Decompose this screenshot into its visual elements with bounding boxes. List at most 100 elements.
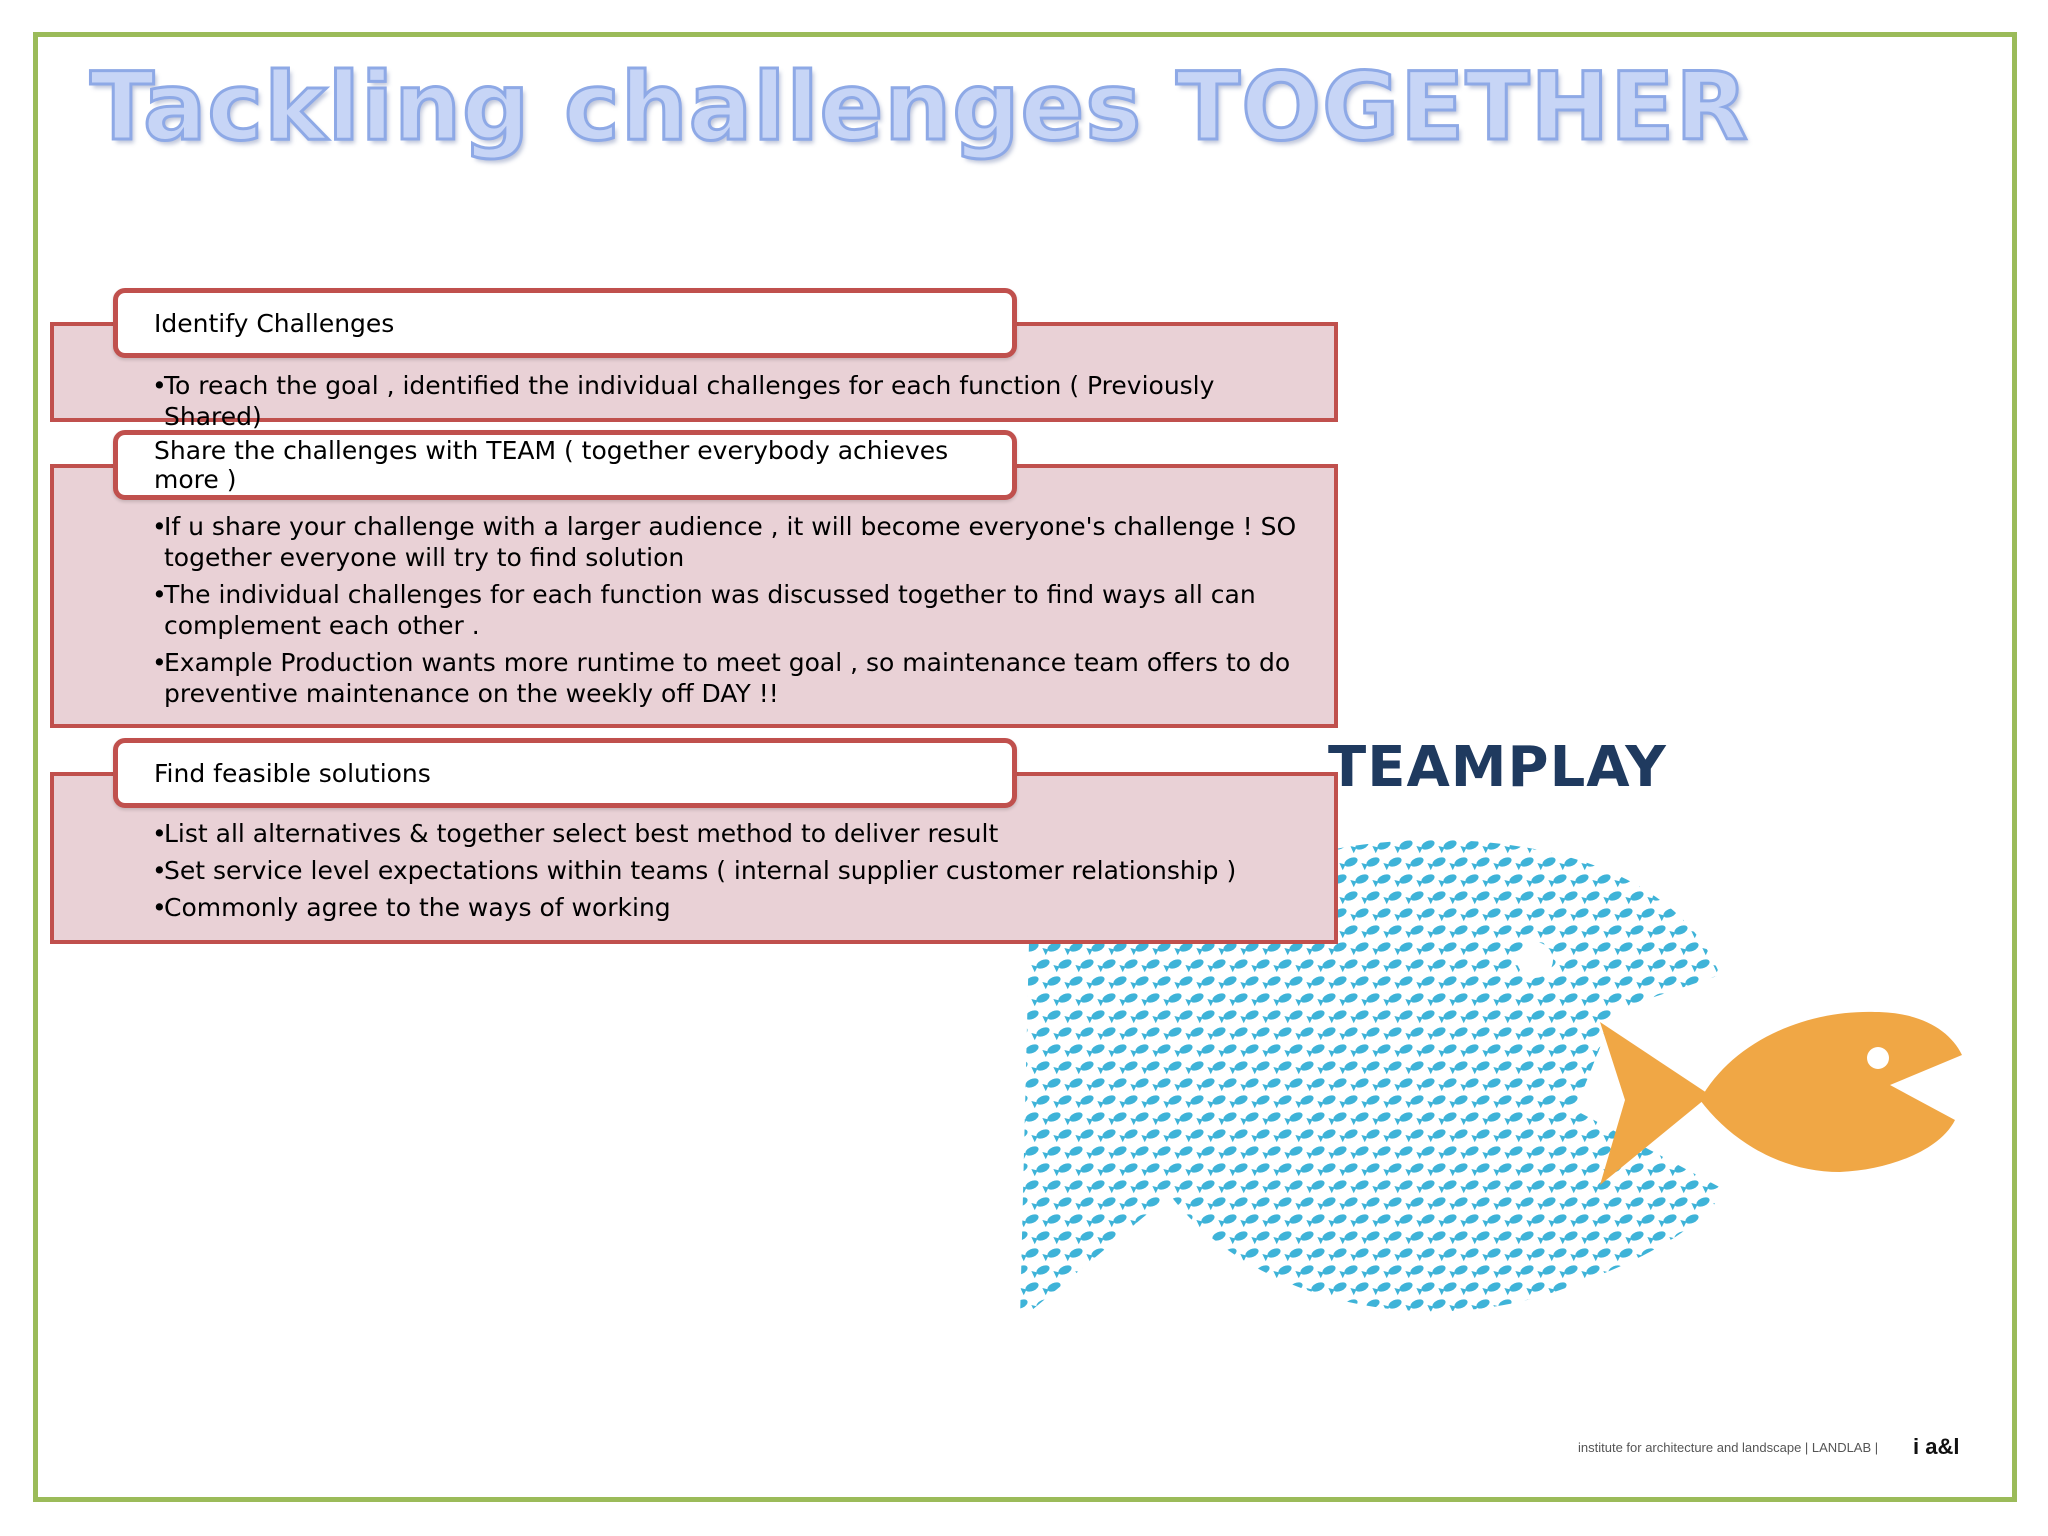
small-fish-icon bbox=[1548, 942, 1567, 956]
small-fish-icon bbox=[1603, 993, 1622, 1007]
small-fish-icon bbox=[1339, 993, 1358, 1007]
small-fish-icon bbox=[1658, 840, 1677, 854]
small-fish-icon bbox=[1493, 1197, 1512, 1211]
small-fish-icon bbox=[1438, 1248, 1457, 1262]
small-fish-icon bbox=[1185, 1061, 1204, 1075]
small-fish-icon bbox=[1548, 1248, 1567, 1262]
small-fish-icon bbox=[1416, 908, 1435, 922]
small-fish-icon bbox=[1350, 942, 1369, 956]
small-fish-icon bbox=[1658, 1146, 1677, 1160]
small-fish-icon bbox=[1240, 1282, 1259, 1296]
small-fish-icon bbox=[1042, 1180, 1061, 1194]
small-fish-icon bbox=[1053, 1061, 1072, 1075]
small-fish-icon bbox=[1570, 1112, 1589, 1126]
small-fish-icon bbox=[1053, 1265, 1072, 1279]
small-fish-icon bbox=[1713, 1027, 1725, 1041]
small-fish-icon bbox=[1427, 1231, 1446, 1245]
small-fish-icon bbox=[1625, 1231, 1644, 1245]
small-fish-icon bbox=[1438, 942, 1457, 956]
small-fish-icon bbox=[1075, 1061, 1094, 1075]
small-fish-icon bbox=[1537, 1265, 1556, 1279]
small-fish-icon bbox=[1273, 1265, 1292, 1279]
small-fish-icon bbox=[1108, 942, 1127, 956]
small-fish-icon bbox=[1064, 1214, 1083, 1228]
small-fish-icon bbox=[1559, 1265, 1578, 1279]
small-fish-icon bbox=[1641, 1316, 1655, 1320]
small-fish-icon bbox=[1185, 1231, 1204, 1245]
small-fish-icon bbox=[1647, 1299, 1666, 1313]
small-fish-icon bbox=[1438, 1282, 1457, 1296]
small-fish-icon bbox=[1394, 908, 1413, 922]
small-fish-icon bbox=[1350, 1180, 1369, 1194]
small-fish-icon bbox=[1702, 840, 1721, 854]
small-fish-icon bbox=[1482, 1214, 1501, 1228]
small-fish-icon bbox=[1603, 1265, 1622, 1279]
small-fish-icon bbox=[1702, 874, 1721, 888]
small-fish-icon bbox=[1460, 1010, 1479, 1024]
small-fish-icon bbox=[1317, 993, 1336, 1007]
small-fish-icon bbox=[1691, 1163, 1710, 1177]
small-fish-icon bbox=[1482, 840, 1501, 854]
small-fish-icon bbox=[1647, 1197, 1666, 1211]
small-fish-icon bbox=[1702, 1282, 1721, 1296]
small-fish-icon bbox=[1691, 1027, 1710, 1041]
small-fish-icon bbox=[1273, 1299, 1292, 1313]
small-fish-icon bbox=[1130, 976, 1149, 990]
school-eye bbox=[1517, 942, 1553, 978]
small-fish-icon bbox=[1130, 1010, 1149, 1024]
small-fish-icon bbox=[1625, 1197, 1644, 1211]
small-fish-icon bbox=[1713, 1299, 1725, 1313]
small-fish-icon bbox=[1163, 1197, 1182, 1211]
small-fish-icon bbox=[1075, 1027, 1094, 1041]
small-fish-icon bbox=[1229, 1299, 1248, 1313]
small-fish-icon bbox=[1031, 1265, 1050, 1279]
small-fish-icon bbox=[1636, 1010, 1655, 1024]
small-fish-icon bbox=[998, 1144, 1018, 1159]
small-fish-icon bbox=[1515, 1163, 1534, 1177]
small-fish-icon bbox=[1526, 1180, 1545, 1194]
small-fish-icon bbox=[1042, 1146, 1061, 1160]
small-fish-icon bbox=[1361, 891, 1380, 905]
small-fish-icon bbox=[1317, 959, 1336, 973]
small-fish-icon bbox=[1427, 1163, 1446, 1177]
small-fish-icon bbox=[1669, 925, 1688, 939]
small-fish-icon bbox=[1570, 874, 1589, 888]
small-fish-icon bbox=[1174, 1010, 1193, 1024]
small-fish-icon bbox=[1691, 1265, 1710, 1279]
small-fish-icon bbox=[1207, 1197, 1226, 1211]
small-fish-icon bbox=[1229, 1231, 1248, 1245]
small-fish-icon bbox=[1427, 1299, 1446, 1313]
small-fish-icon bbox=[1702, 1010, 1721, 1024]
small-fish-icon bbox=[1020, 1044, 1039, 1058]
small-fish-icon bbox=[1361, 959, 1380, 973]
small-fish-icon bbox=[1471, 1299, 1490, 1313]
small-fish-icon bbox=[1427, 1129, 1446, 1143]
small-fish-icon bbox=[1669, 1129, 1688, 1143]
small-fish-icon bbox=[1416, 1044, 1435, 1058]
small-fish-icon bbox=[1361, 1197, 1380, 1211]
small-fish-icon bbox=[1570, 1044, 1589, 1058]
small-fish-icon bbox=[1163, 1061, 1182, 1075]
small-fish-icon bbox=[1339, 1129, 1358, 1143]
small-fish-icon bbox=[1119, 1061, 1138, 1075]
small-fish-icon bbox=[1647, 993, 1666, 1007]
small-fish-icon bbox=[1405, 891, 1424, 905]
small-fish-icon bbox=[1493, 925, 1512, 939]
small-fish-icon bbox=[1240, 942, 1259, 956]
small-fish-icon bbox=[1504, 908, 1523, 922]
small-fish-icon bbox=[1229, 1163, 1248, 1177]
small-fish-icon bbox=[1152, 1180, 1171, 1194]
small-fish-icon bbox=[1218, 1146, 1237, 1160]
small-fish-icon bbox=[1042, 976, 1061, 990]
small-fish-icon bbox=[1218, 1078, 1237, 1092]
small-fish-icon bbox=[1526, 1282, 1545, 1296]
small-fish-icon bbox=[1064, 1010, 1083, 1024]
small-fish-icon bbox=[1515, 1027, 1534, 1041]
small-fish-icon bbox=[1273, 959, 1292, 973]
small-fish-icon bbox=[1460, 1180, 1479, 1194]
small-fish-icon bbox=[1537, 891, 1556, 905]
small-fish-icon bbox=[1383, 1129, 1402, 1143]
small-fish-icon bbox=[1713, 1163, 1725, 1177]
small-fish-icon bbox=[1680, 942, 1699, 956]
small-fish-icon bbox=[1108, 1010, 1127, 1024]
